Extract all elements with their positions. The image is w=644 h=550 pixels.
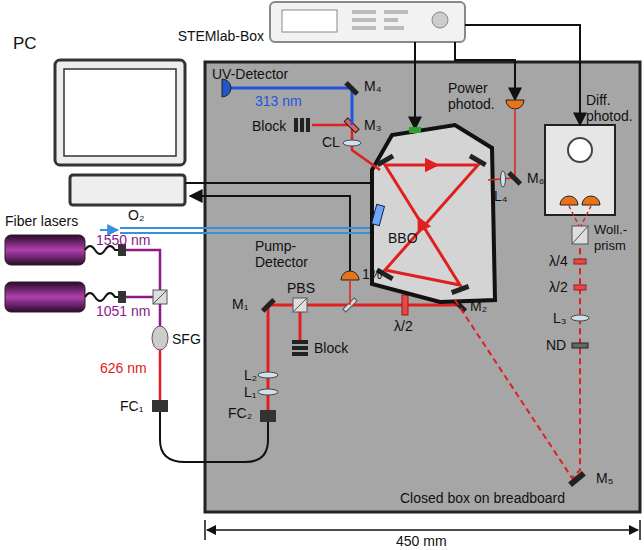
- part-label: O₂: [128, 207, 144, 223]
- node-label: STEMlab-Box: [178, 28, 264, 44]
- part-label: CL: [322, 134, 340, 150]
- part-label: Block: [252, 118, 286, 134]
- part-label: M₅: [596, 470, 613, 486]
- part-label: Block: [314, 340, 348, 356]
- part-label: 1%: [362, 266, 382, 282]
- part-label: 313 nm: [255, 93, 302, 109]
- part-label: Fiber lasers: [5, 213, 78, 229]
- node-label: Closed box on breadboard: [400, 490, 565, 506]
- node-label: PC: [13, 36, 37, 52]
- part-label: λ/4: [549, 253, 568, 269]
- node-label: Diff. photod.: [586, 92, 640, 124]
- part-label: UV-Detector: [212, 66, 288, 82]
- part-label: 1051 nm: [96, 303, 150, 319]
- part-label: L₂: [244, 367, 257, 383]
- part-label: Power photod.: [448, 80, 506, 112]
- part-label: M₂: [470, 298, 487, 314]
- part-label: BBO: [388, 230, 418, 246]
- part-label: L₃: [553, 310, 567, 326]
- part-label: M₆: [527, 170, 544, 186]
- part-label: M₁: [232, 296, 248, 312]
- part-label: λ/2: [394, 318, 413, 334]
- part-label: L₁: [244, 384, 257, 400]
- part-label: 1550 nm: [96, 232, 150, 248]
- part-label: L₄: [494, 188, 508, 204]
- part-label: FC₁: [120, 398, 143, 414]
- part-label: 626 nm: [100, 360, 147, 376]
- part-label: Woll.-prism: [594, 222, 640, 254]
- part-label: PBS: [287, 280, 315, 296]
- stemlab-box: STEMlab-Box: [270, 2, 465, 42]
- part-label: 450 mm: [396, 533, 447, 549]
- part-label: FC₂: [228, 405, 252, 421]
- part-label: M₄: [364, 78, 381, 94]
- pc-monitor: PC: [55, 60, 185, 165]
- part-label: M₃: [364, 117, 381, 133]
- part-label: SFG: [172, 331, 201, 347]
- part-label: ND: [546, 337, 566, 353]
- part-label: Pump-Detector: [255, 238, 327, 270]
- part-label: λ/2: [549, 279, 568, 295]
- diff-photodetector-box: Diff. photod.: [545, 125, 615, 215]
